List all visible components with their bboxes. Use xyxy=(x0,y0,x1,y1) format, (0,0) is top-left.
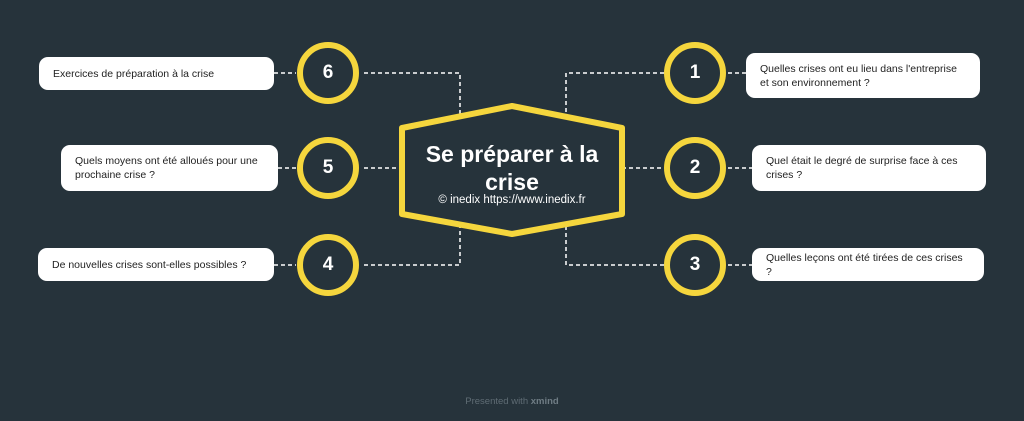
topic-2-text: Quel était le degré de surprise face à c… xyxy=(766,155,958,181)
number-3: 3 xyxy=(689,254,701,275)
number-6: 6 xyxy=(322,62,334,83)
number-circle-3[interactable]: 3 xyxy=(664,234,726,296)
number-2: 2 xyxy=(689,157,701,178)
connector-1 xyxy=(565,72,664,126)
number-circle-4[interactable]: 4 xyxy=(297,234,359,296)
topic-3-text: Quelles leçons ont été tirées de ces cri… xyxy=(766,251,963,278)
topic-5-text: Quels moyens ont été alloués pour une pr… xyxy=(75,155,258,181)
topic-card-6[interactable]: Exercices de préparation à la crise xyxy=(39,57,274,90)
topic-1-text: Quelles crises ont eu lieu dans l'entrep… xyxy=(760,62,957,89)
topic-6-text: Exercices de préparation à la crise xyxy=(53,67,215,80)
number-circle-2[interactable]: 2 xyxy=(664,137,726,199)
central-topic-title[interactable]: Se préparer à la crise xyxy=(425,141,599,195)
topic-card-3[interactable]: Quelles leçons ont été tirées de ces cri… xyxy=(752,248,984,281)
topic-4-text: De nouvelles crises sont-elles possibles… xyxy=(52,258,247,271)
footer-prefix: Presented with xyxy=(465,396,529,407)
topic-card-2[interactable]: Quel était le degré de surprise face à c… xyxy=(752,145,986,191)
watermark: © inedix https://www.inedix.fr xyxy=(438,194,586,206)
connector-6 xyxy=(364,72,461,126)
footer-credit: Presented with xmind xyxy=(0,396,1024,407)
number-circle-1[interactable]: 1 xyxy=(664,42,726,104)
number-circle-5[interactable]: 5 xyxy=(297,137,359,199)
connector-4 xyxy=(364,216,461,266)
topic-card-5[interactable]: Quels moyens ont été alloués pour une pr… xyxy=(61,145,278,191)
topic-card-4[interactable]: De nouvelles crises sont-elles possibles… xyxy=(38,248,274,281)
topic-card-1[interactable]: Quelles crises ont eu lieu dans l'entrep… xyxy=(746,53,980,98)
footer-brand: xmind xyxy=(530,396,559,407)
connector-3 xyxy=(565,216,664,266)
central-hexagon xyxy=(399,103,625,237)
number-5: 5 xyxy=(322,157,334,178)
number-circle-6[interactable]: 6 xyxy=(297,42,359,104)
number-1: 1 xyxy=(689,62,701,83)
number-4: 4 xyxy=(322,254,334,275)
